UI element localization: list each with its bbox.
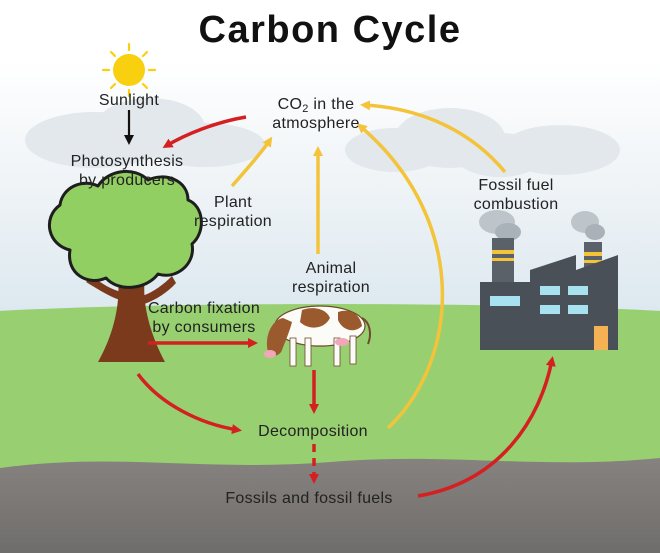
- fossils-label: Fossils and fossil fuels: [225, 490, 393, 507]
- cow-icon: [264, 305, 371, 367]
- decomposition-respiration-arrow: [356, 123, 444, 430]
- animal-respiration-label-line2: respiration: [291, 279, 370, 296]
- fossil-extraction-arrow: [417, 356, 556, 498]
- decomposition-label: Decomposition: [258, 423, 368, 440]
- factory-icon: [479, 210, 618, 350]
- animal-respiration-label-line1: Animal: [305, 260, 357, 277]
- co2-subscript: 2: [302, 103, 309, 115]
- plant-respiration-label-line2: respiration: [193, 213, 272, 230]
- tree-icon: [48, 169, 203, 362]
- fossil-combustion-label-line1: Fossil fuel: [478, 177, 554, 194]
- sun-icon: [101, 42, 157, 98]
- photosynthesis-label-line1: Photosynthesis: [70, 153, 184, 170]
- diagram-title: Carbon Cycle: [198, 9, 462, 51]
- co2-label-line1: CO2 in the: [236, 95, 396, 116]
- ground-layer: [0, 458, 660, 553]
- photosynthesis-arrow: [162, 115, 247, 149]
- clouds: [25, 98, 620, 177]
- sunlight-label: Sunlight: [98, 92, 160, 109]
- fossil-combustion-label-line2: combustion: [473, 196, 559, 213]
- plant-respiration-label-line1: Plant: [214, 194, 252, 211]
- tree-decomposition-arrow: [136, 372, 242, 435]
- carbon-fixation-label-line2: by consumers: [152, 319, 256, 336]
- fossil-combustion-arrow: [360, 100, 507, 174]
- photosynthesis-label-line2: by producers: [78, 172, 176, 189]
- co2-suffix: in the: [308, 96, 355, 113]
- co2-label-line2: atmosphere: [272, 115, 360, 132]
- plant-respiration-arrow: [230, 136, 273, 188]
- carbon-fixation-label-line1: Carbon fixation: [147, 300, 261, 317]
- co2-prefix: CO: [277, 96, 303, 113]
